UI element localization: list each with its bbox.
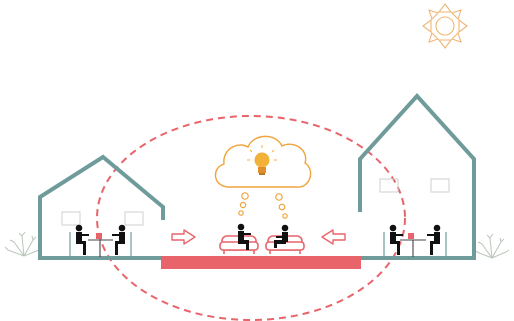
person-right-house-2	[427, 225, 440, 255]
person-left-house-1	[76, 225, 89, 255]
right-house-desk	[400, 240, 426, 257]
left-house-window-1	[62, 212, 80, 225]
left-house-outline	[40, 157, 163, 258]
right-house	[360, 96, 476, 258]
arrow-left-icon	[322, 230, 345, 244]
laptop-icon	[408, 233, 414, 239]
arrow-right-icon	[172, 230, 195, 244]
person-left-house-2	[112, 225, 125, 255]
shared-space-platform	[161, 256, 361, 269]
laptop-icon	[96, 233, 102, 239]
left-house-desk	[88, 240, 113, 257]
left-house-window-2	[125, 212, 143, 225]
thought-bubbles	[239, 193, 287, 218]
right-plant-icon	[474, 234, 509, 258]
left-plant-icon	[5, 232, 42, 256]
sun-icon	[423, 4, 467, 48]
right-house-outline	[360, 96, 474, 258]
right-house-window-2	[431, 179, 449, 192]
